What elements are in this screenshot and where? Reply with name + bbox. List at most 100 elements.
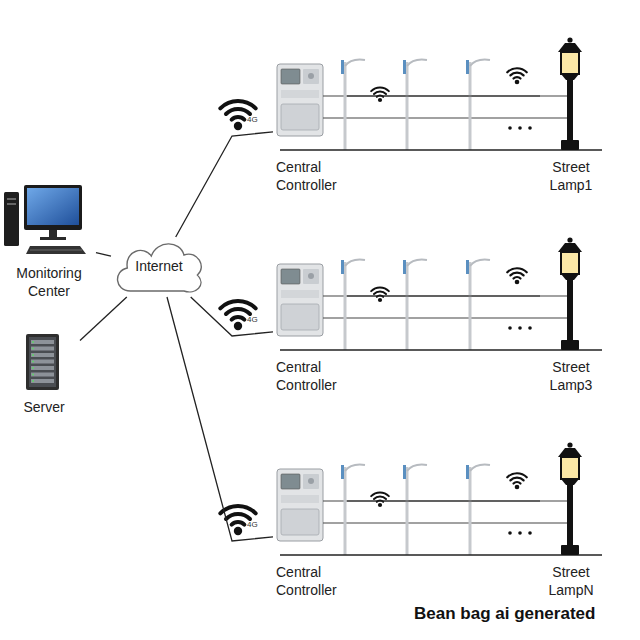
meter-strip <box>281 495 319 503</box>
device-node: Street Lamp3 <box>540 234 602 396</box>
pole <box>344 467 347 555</box>
illustration-part <box>31 379 54 383</box>
device-node: Street LampN <box>540 439 602 601</box>
ellipsis-dot <box>528 126 532 130</box>
illustration-part <box>220 506 255 513</box>
pole <box>344 62 347 150</box>
pole-panel <box>466 60 469 74</box>
ground-line <box>280 349 602 351</box>
pole-panel <box>403 260 406 274</box>
lamp-bottom <box>561 274 579 280</box>
ellipsis-dot <box>508 531 512 535</box>
meter-strip <box>281 90 319 98</box>
illustration-part <box>32 348 34 350</box>
illustration-part <box>30 250 82 251</box>
illustration-part <box>513 77 520 78</box>
pole-panel <box>466 465 469 479</box>
lamp-finial <box>567 237 572 242</box>
pole-arm <box>470 260 490 266</box>
illustration-part <box>32 367 34 369</box>
illustration-part <box>234 122 242 130</box>
network-tag: 4G <box>247 315 258 324</box>
meter-terminal <box>281 304 319 330</box>
lamp-glass <box>561 52 579 74</box>
wire <box>323 500 568 501</box>
wifi-icon <box>507 68 526 84</box>
lamp-cap <box>558 43 582 52</box>
illustration-part <box>371 87 389 91</box>
meter-body <box>277 64 323 136</box>
illustration-part <box>26 334 59 390</box>
ground-line <box>280 554 602 556</box>
pole <box>344 262 347 350</box>
illustration-part <box>515 80 520 85</box>
node-label: Street Lamp3 <box>543 359 599 394</box>
lamp-finial <box>567 442 572 447</box>
illustration-part <box>507 268 526 272</box>
cloud-outline <box>118 244 202 292</box>
pole <box>406 62 409 150</box>
lamp-base <box>561 545 579 555</box>
meter-button <box>308 478 314 484</box>
illustration-part <box>31 360 54 364</box>
wire <box>323 317 568 318</box>
node-label: Monitoring Center <box>5 265 93 300</box>
illustration-part <box>513 277 520 278</box>
ellipsis-dot <box>528 326 532 330</box>
meter-screen <box>281 474 300 489</box>
ellipsis-dot <box>528 531 532 535</box>
illustration-part <box>31 353 54 357</box>
wire <box>323 295 568 296</box>
wifi-icon <box>507 268 526 284</box>
pole-arm <box>470 60 490 66</box>
pole <box>406 467 409 555</box>
meter-panel <box>303 69 319 84</box>
network-tag: 4G <box>247 115 258 124</box>
connector <box>347 500 540 501</box>
connector <box>96 253 111 256</box>
illustration-part <box>40 237 66 240</box>
connector <box>167 297 273 541</box>
illustration-part <box>510 273 523 276</box>
wire <box>323 117 568 118</box>
lamp-glass <box>561 252 579 274</box>
connector <box>191 297 273 336</box>
illustration-part <box>31 366 54 370</box>
node-label: Central Controller <box>276 359 344 394</box>
lamp-glass <box>561 457 579 479</box>
ground-line <box>280 149 602 151</box>
connector <box>347 295 540 296</box>
illustration-part <box>32 374 34 376</box>
illustration-part <box>226 514 250 519</box>
meter-button <box>308 73 314 79</box>
illustration-part <box>31 347 54 351</box>
illustration-part <box>31 373 54 377</box>
lamp-cap <box>558 448 582 457</box>
lamp-base <box>561 140 579 150</box>
illustration-part <box>29 337 56 387</box>
node-label: Central Controller <box>276 159 344 194</box>
pole-panel <box>341 465 344 479</box>
illustration-part <box>374 292 386 294</box>
illustration-part <box>378 503 382 507</box>
illustration-part <box>507 473 526 477</box>
street-row <box>220 237 602 350</box>
lamp-post <box>567 78 573 144</box>
lamp-bottom <box>561 74 579 80</box>
node-label: Street Lamp1 <box>543 159 599 194</box>
device-node: Monitoring Center <box>2 182 96 302</box>
illustration-part <box>371 287 389 291</box>
device-node: Central Controller <box>273 260 347 396</box>
ellipsis-dot <box>518 326 522 330</box>
illustration-part <box>507 68 526 72</box>
pole <box>469 262 472 350</box>
pole-panel <box>403 465 406 479</box>
illustration-part <box>220 301 255 308</box>
illustration-part <box>32 361 34 363</box>
lamp-cap <box>558 243 582 252</box>
illustration-part <box>510 73 523 76</box>
meter-body <box>277 264 323 336</box>
connector <box>80 297 127 341</box>
node-label: Internet <box>135 258 182 276</box>
illustration-part <box>378 298 382 302</box>
